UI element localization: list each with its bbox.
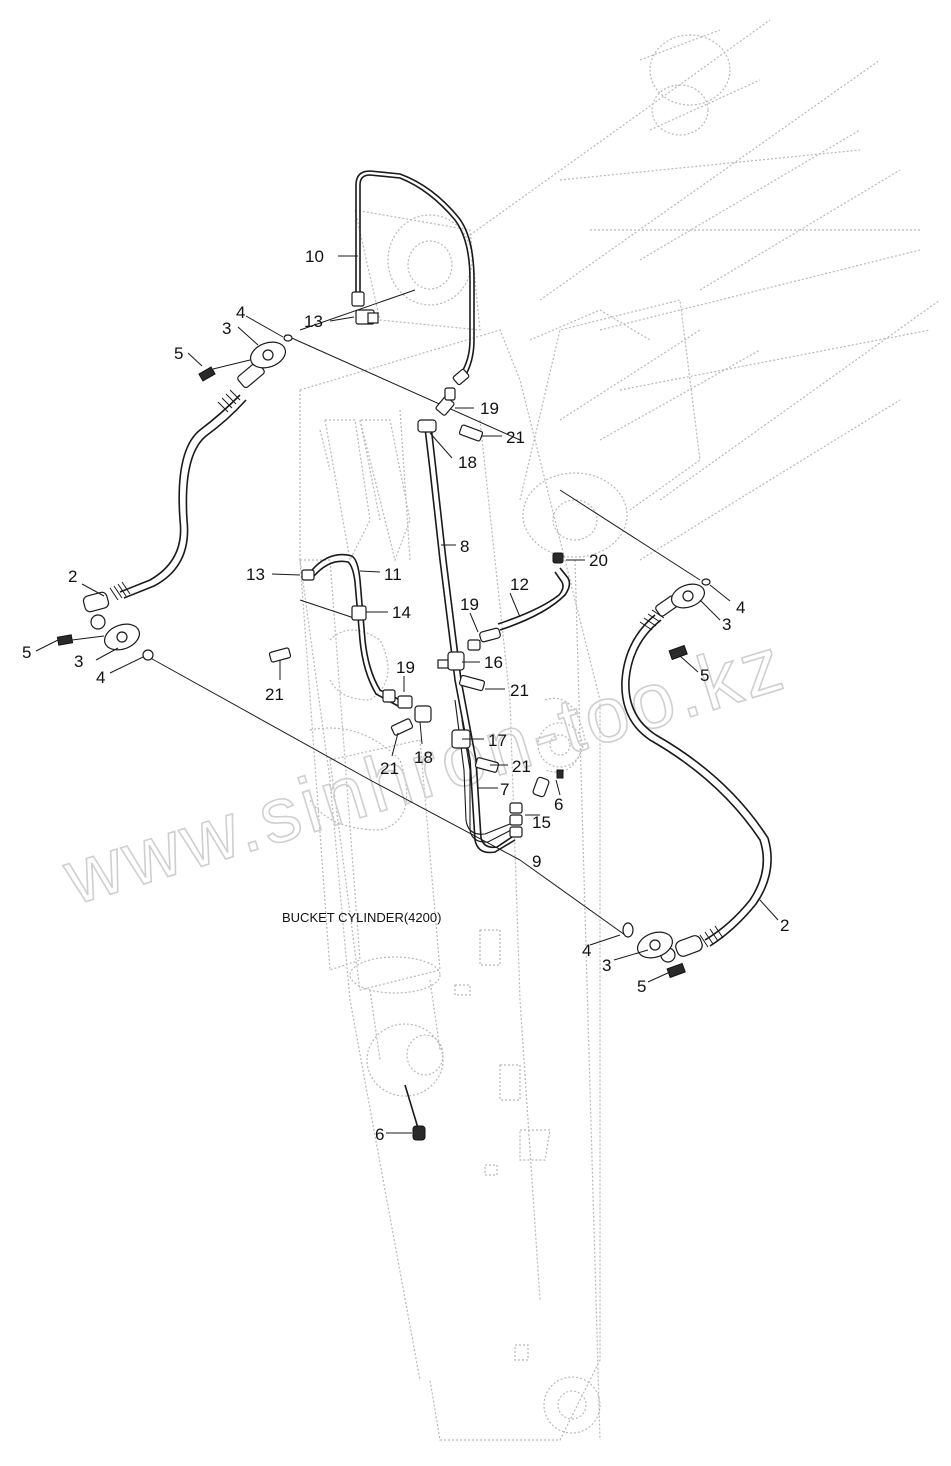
label-5: 5: [22, 643, 31, 662]
label-21: 21: [380, 759, 399, 778]
label-14: 14: [392, 603, 411, 622]
label-21: 21: [506, 428, 525, 447]
label-20: 20: [589, 551, 608, 570]
fitting-16: [437, 651, 486, 692]
label-19: 19: [480, 399, 499, 418]
label-21: 21: [510, 681, 529, 700]
label-5: 5: [637, 977, 646, 996]
pipe-10: [351, 170, 475, 386]
label-19: 19: [396, 658, 415, 677]
pipe-11: [268, 553, 401, 707]
label-5: 5: [700, 666, 709, 685]
label-leaders: [35, 255, 779, 1134]
bucket-cylinder-caption: BUCKET CYLINDER(4200): [282, 910, 441, 925]
label-3: 3: [722, 615, 731, 634]
label-21: 21: [512, 757, 531, 776]
fitting-6-bottom: [404, 1084, 426, 1141]
ghost-structure: [299, 19, 941, 1441]
label-4: 4: [96, 668, 105, 687]
fitting-20: [552, 552, 564, 564]
label-11: 11: [384, 565, 402, 584]
flange-3-right-bottom: [622, 922, 686, 979]
label-16: 16: [484, 653, 503, 672]
label-3: 3: [222, 319, 231, 338]
label-19: 19: [460, 595, 479, 614]
label-4: 4: [736, 598, 745, 617]
label-13: 13: [246, 565, 265, 584]
label-9: 9: [532, 852, 541, 871]
label-21: 21: [265, 685, 284, 704]
label-2: 2: [780, 916, 789, 935]
label-13: 13: [304, 312, 323, 331]
part-labels: 10 13 4 3 5 19 21 18 8 2 13 11 14 5 3 4 …: [22, 247, 789, 1144]
label-18: 18: [458, 453, 477, 472]
fitting-19-21-top: [444, 387, 484, 442]
watermark: www.sinhron-too.kz: [53, 618, 795, 921]
label-2: 2: [68, 567, 77, 586]
fittings-15-6: [509, 769, 564, 838]
flange-3-right-top: [668, 578, 711, 661]
label-4: 4: [236, 303, 245, 322]
label-18: 18: [414, 748, 433, 767]
label-12: 12: [510, 575, 529, 594]
label-6: 6: [554, 795, 563, 814]
label-5: 5: [174, 344, 183, 363]
flange-3-left-top: [198, 334, 293, 382]
label-10: 10: [305, 247, 324, 266]
hose-2-left: [82, 361, 265, 630]
label-17: 17: [488, 731, 507, 750]
label-4: 4: [582, 941, 591, 960]
flange-3-left-bottom: [56, 623, 154, 661]
label-3: 3: [74, 652, 83, 671]
label-7: 7: [500, 780, 509, 799]
label-15: 15: [532, 813, 551, 832]
label-6: 6: [375, 1125, 384, 1144]
label-3: 3: [602, 956, 611, 975]
label-8: 8: [460, 537, 469, 556]
fitting-13-top: [355, 309, 379, 325]
pipe-12: [467, 567, 571, 651]
